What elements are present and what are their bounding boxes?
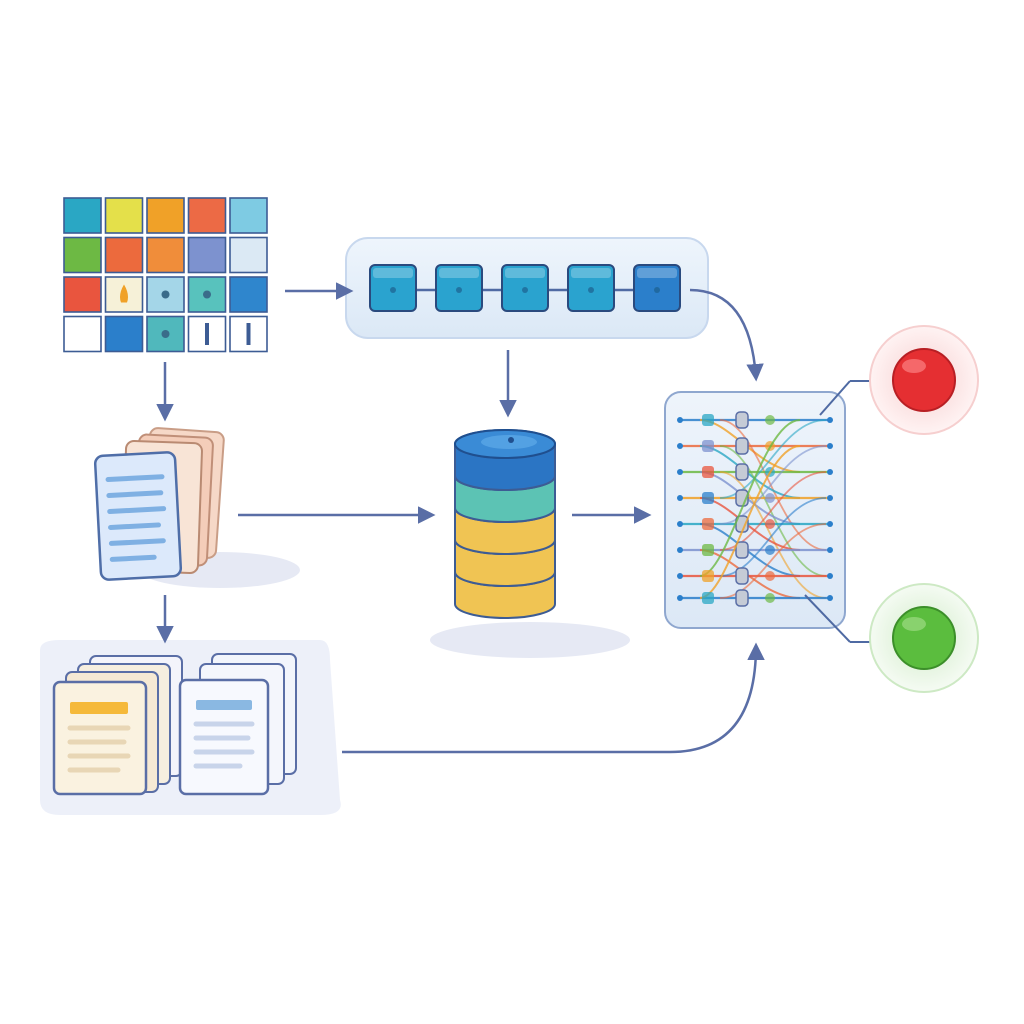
report-document-blue: [178, 678, 270, 796]
cell-dot: [161, 290, 170, 299]
grid-cell: [63, 315, 102, 353]
cell-dot: [203, 290, 211, 299]
green-status-indicator: [869, 583, 979, 693]
network-connections: [677, 411, 833, 607]
cell-bar: [246, 323, 251, 345]
document-icon: [93, 451, 183, 581]
flame-icon: [120, 284, 128, 303]
grid-cell: [146, 236, 185, 274]
grid-cell: [63, 236, 102, 274]
document-stack: [93, 427, 300, 588]
pipeline-blocks: [369, 264, 681, 312]
pipeline-block: [633, 264, 681, 312]
pipeline-block: [567, 264, 615, 312]
grid-cell: [104, 197, 144, 234]
grid-cell: [187, 236, 227, 274]
pipeline-block: [501, 264, 549, 312]
grid-cell: [104, 236, 144, 274]
network-row: [677, 445, 833, 607]
arrow-reports-to-network: [342, 642, 765, 754]
network-row: [677, 471, 833, 599]
cell-bar: [205, 323, 209, 345]
grid-cell: [104, 276, 144, 313]
network-row: [677, 419, 833, 585]
report-documents: [40, 640, 341, 815]
output-indicators: [804, 325, 979, 693]
arrow-pipeline-to-network: [689, 288, 764, 382]
report-document-yellow: [52, 680, 148, 796]
grid-cell: [229, 197, 268, 234]
flow-arrows: [156, 282, 765, 754]
grid-cell: [229, 276, 268, 313]
grid-cell: [63, 197, 102, 234]
network-panel: [664, 391, 846, 629]
grid-cell: [63, 276, 102, 313]
grid-cell: [187, 197, 227, 234]
cell-dot: [161, 330, 170, 338]
red-status-indicator: [869, 325, 979, 435]
pipeline-block: [435, 264, 483, 312]
grid-cell: [229, 236, 268, 274]
pipeline-block: [369, 264, 417, 312]
database-icon: [430, 429, 630, 658]
grid-cell: [104, 315, 144, 353]
data-grid: [63, 197, 268, 353]
grid-cell: [146, 197, 185, 234]
